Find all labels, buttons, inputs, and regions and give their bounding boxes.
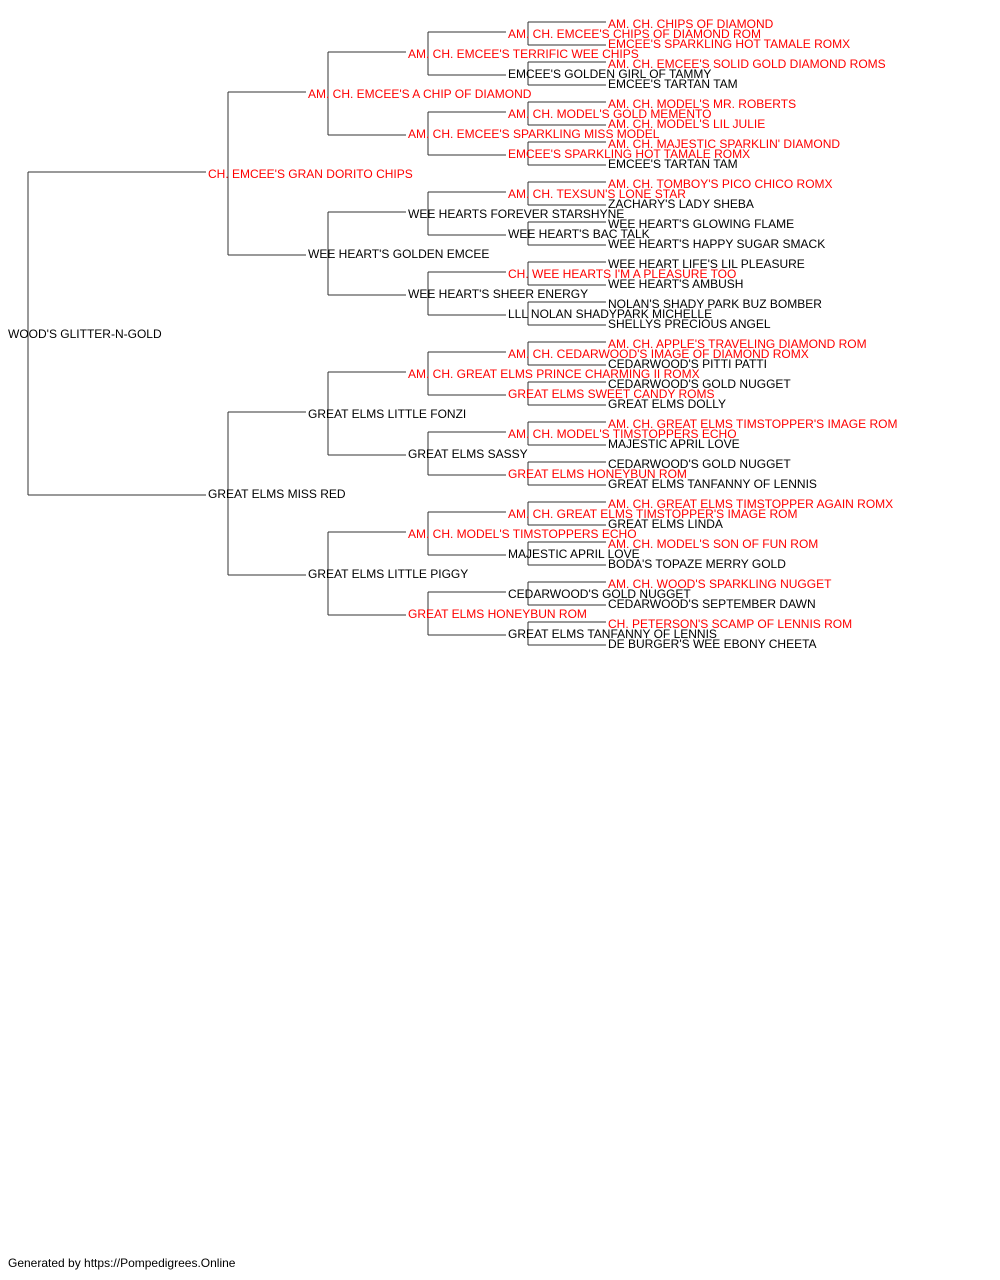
pedigree-gen2-entry: GREAT ELMS LITTLE PIGGY: [308, 567, 468, 581]
pedigree-gen3-entry: GREAT ELMS HONEYBUN ROM: [408, 607, 587, 621]
pedigree-gen4-entry: AM. CH. EMCEE'S CHIPS OF DIAMOND ROM: [508, 27, 761, 41]
pedigree-gen5-entry: WEE HEART'S AMBUSH: [608, 277, 743, 291]
pedigree-gen4-entry: WEE HEART'S BAC TALK: [508, 227, 650, 241]
pedigree-gen5-entry: WEE HEART LIFE'S LIL PLEASURE: [608, 257, 805, 271]
pedigree-gen5-entry: MAJESTIC APRIL LOVE: [608, 437, 740, 451]
pedigree-gen4-entry: EMCEE'S GOLDEN GIRL OF TAMMY: [508, 67, 711, 81]
pedigree-gen2-entry: AM. CH. EMCEE'S A CHIP OF DIAMOND: [308, 87, 532, 101]
pedigree-gen4-entry: MAJESTIC APRIL LOVE: [508, 547, 640, 561]
pedigree-gen3-entry: AM. CH. MODEL'S TIMSTOPPERS ECHO: [408, 527, 637, 541]
pedigree-gen5-entry: BODA'S TOPAZE MERRY GOLD: [608, 557, 786, 571]
pedigree-connectors: [27, 21, 606, 646]
pedigree-gen5-entry: AM. CH. EMCEE'S SOLID GOLD DIAMOND ROMS: [608, 57, 886, 71]
pedigree-gen3-entry: WEE HEART'S SHEER ENERGY: [408, 287, 588, 301]
pedigree-gen5-entry: GREAT ELMS LINDA: [608, 517, 723, 531]
pedigree-gen5-entry: AM. CH. CHIPS OF DIAMOND: [608, 17, 774, 31]
pedigree-gen5-entry: CH. PETERSON'S SCAMP OF LENNIS ROM: [608, 617, 852, 631]
pedigree-gen5-entry: EMCEE'S TARTAN TAM: [608, 77, 738, 91]
pedigree-gen5-entry: WEE HEART'S HAPPY SUGAR SMACK: [608, 237, 825, 251]
pedigree-gen4-entry: CH. WEE HEARTS I'M A PLEASURE TOO: [508, 267, 736, 281]
pedigree-gen4-entry: AM. CH. CEDARWOOD'S IMAGE OF DIAMOND ROM…: [508, 347, 809, 361]
pedigree-gen3-entry: GREAT ELMS SASSY: [408, 447, 528, 461]
pedigree-gen5-entry: EMCEE'S TARTAN TAM: [608, 157, 738, 171]
pedigree-gen2-entry: WEE HEART'S GOLDEN EMCEE: [308, 247, 489, 261]
pedigree-gen1-entry: GREAT ELMS MISS RED: [208, 487, 346, 501]
pedigree-gen5-entry: AM. CH. MAJESTIC SPARKLIN' DIAMOND: [608, 137, 840, 151]
pedigree-gen5-entry: AM. CH. TOMBOY'S PICO CHICO ROMX: [608, 177, 833, 191]
pedigree-gen4-entry: GREAT ELMS TANFANNY OF LENNIS: [508, 627, 717, 641]
pedigree-gen5-entry: GREAT ELMS TANFANNY OF LENNIS: [608, 477, 817, 491]
pedigree-gen4-entry: AM. CH. GREAT ELMS TIMSTOPPER'S IMAGE RO…: [508, 507, 797, 521]
pedigree-gen5-entry: AM. CH. APPLE'S TRAVELING DIAMOND ROM: [608, 337, 867, 351]
pedigree-gen3-entry: AM. CH. GREAT ELMS PRINCE CHARMING II RO…: [408, 367, 700, 381]
pedigree-gen3-entry: WEE HEARTS FOREVER STARSHYNE: [408, 207, 624, 221]
pedigree-gen5-entry: CEDARWOOD'S GOLD NUGGET: [608, 457, 791, 471]
pedigree-gen3-entry: AM. CH. EMCEE'S SPARKLING MISS MODEL: [408, 127, 660, 141]
pedigree-gen5-entry: GREAT ELMS DOLLY: [608, 397, 726, 411]
pedigree-gen5-entry: NOLAN'S SHADY PARK BUZ BOMBER: [608, 297, 822, 311]
pedigree-gen5-entry: AM. CH. MODEL'S LIL JULIE: [608, 117, 765, 131]
pedigree-gen5-entry: DE BURGER'S WEE EBONY CHEETA: [608, 637, 817, 651]
pedigree-gen4-entry: LLL NOLAN SHADYPARK MICHELLE: [508, 307, 712, 321]
pedigree-gen5-entry: WEE HEART'S GLOWING FLAME: [608, 217, 794, 231]
pedigree-gen4-entry: AM. CH. MODEL'S GOLD MEMENTO: [508, 107, 711, 121]
pedigree-gen4-entry: EMCEE'S SPARKLING HOT TAMALE ROMX: [508, 147, 750, 161]
pedigree-gen2-entry: GREAT ELMS LITTLE FONZI: [308, 407, 466, 421]
pedigree-gen5-entry: EMCEE'S SPARKLING HOT TAMALE ROMX: [608, 37, 850, 51]
pedigree-gen0-entry: WOOD'S GLITTER-N-GOLD: [8, 327, 162, 341]
pedigree-gen5-entry: CEDARWOOD'S SEPTEMBER DAWN: [608, 597, 816, 611]
pedigree-gen4-entry: AM. CH. TEXSUN'S LONE STAR: [508, 187, 686, 201]
pedigree-gen5-entry: ZACHARY'S LADY SHEBA: [608, 197, 754, 211]
pedigree-gen5-entry: AM. CH. WOOD'S SPARKLING NUGGET: [608, 577, 832, 591]
pedigree-names: WOOD'S GLITTER-N-GOLD CH. EMCEE'S GRAN DO…: [8, 17, 897, 651]
pedigree-gen5-entry: CEDARWOOD'S GOLD NUGGET: [608, 377, 791, 391]
pedigree-gen5-entry: SHELLYS PRECIOUS ANGEL: [608, 317, 771, 331]
pedigree-gen5-entry: AM. CH. GREAT ELMS TIMSTOPPER'S IMAGE RO…: [608, 417, 897, 431]
pedigree-gen5-entry: AM. CH. MODEL'S SON OF FUN ROM: [608, 537, 818, 551]
pedigree-gen4-entry: CEDARWOOD'S GOLD NUGGET: [508, 587, 691, 601]
pedigree-gen1-entry: CH. EMCEE'S GRAN DORITO CHIPS: [208, 167, 413, 181]
pedigree-gen5-entry: CEDARWOOD'S PITTI PATTI: [608, 357, 767, 371]
pedigree-gen4-entry: GREAT ELMS HONEYBUN ROM: [508, 467, 687, 481]
pedigree-gen4-entry: AM. CH. MODEL'S TIMSTOPPERS ECHO: [508, 427, 737, 441]
pedigree-gen5-entry: AM. CH. MODEL'S MR. ROBERTS: [608, 97, 796, 111]
footer-credit: Generated by https://Pompedigrees.Online: [8, 1256, 236, 1270]
pedigree-gen4-entry: GREAT ELMS SWEET CANDY ROMS: [508, 387, 714, 401]
pedigree-gen5-entry: AM. CH. GREAT ELMS TIMSTOPPER AGAIN ROMX: [608, 497, 893, 511]
pedigree-gen3-entry: AM. CH. EMCEE'S TERRIFIC WEE CHIPS: [408, 47, 639, 61]
